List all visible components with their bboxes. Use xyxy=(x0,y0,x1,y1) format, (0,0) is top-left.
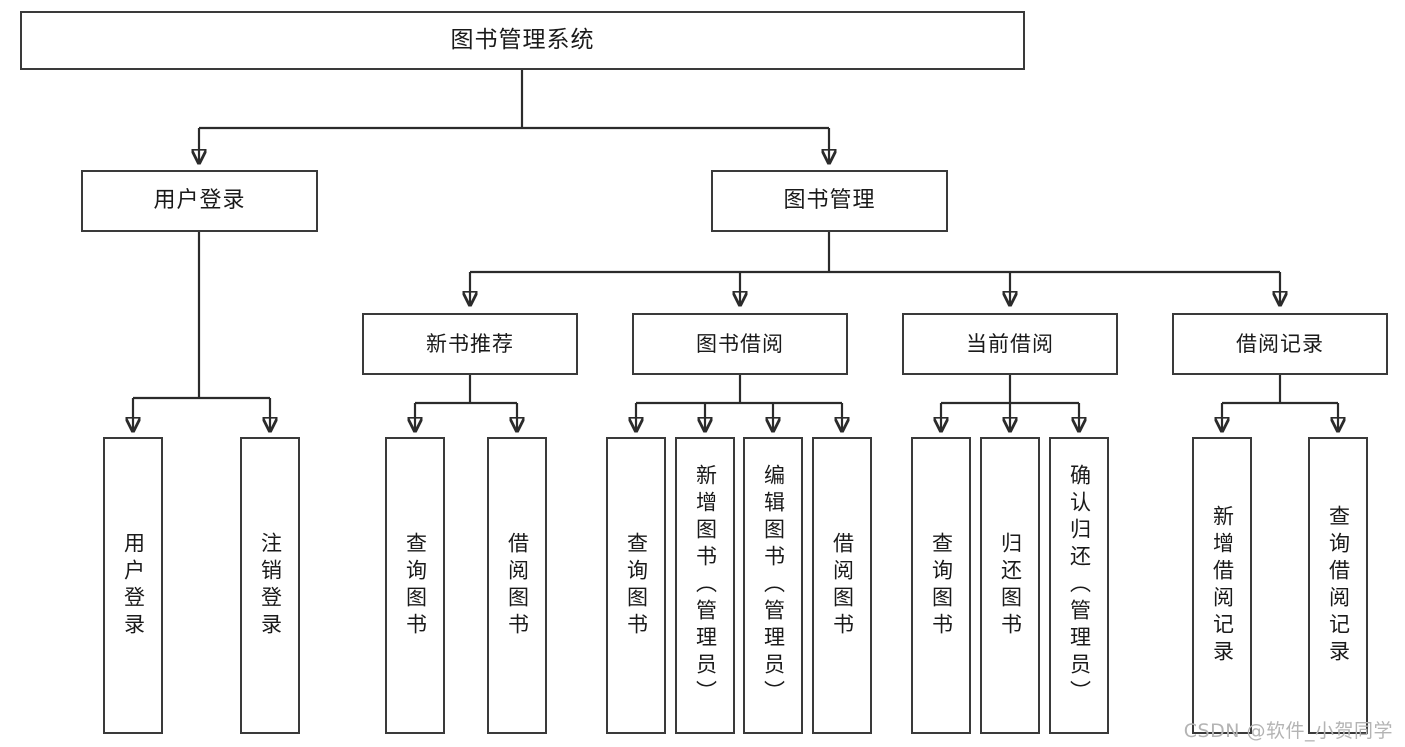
node-label: 当前借阅 xyxy=(966,331,1054,356)
leaf-record-add-record[interactable]: 新增借阅记录 xyxy=(1192,437,1252,734)
node-new-book-recommend[interactable]: 新书推荐 xyxy=(362,313,578,375)
leaf-current-return-book[interactable]: 归还图书 xyxy=(980,437,1040,734)
leaf-label: 查询图书 xyxy=(624,531,649,640)
leaf-borrow-query-book[interactable]: 查询图书 xyxy=(606,437,666,734)
leaf-user-login-login[interactable]: 用户登录 xyxy=(103,437,163,734)
node-book-management[interactable]: 图书管理 xyxy=(711,170,948,232)
leaf-label: 查询图书 xyxy=(403,531,428,640)
node-label: 用户登录 xyxy=(153,188,246,214)
leaf-new-book-query-book[interactable]: 查询图书 xyxy=(385,437,445,734)
leaf-label: 查询借阅记录 xyxy=(1326,504,1351,667)
node-root-system[interactable]: 图书管理系统 xyxy=(20,11,1025,70)
leaf-label: 查询图书 xyxy=(929,531,954,640)
node-label: 借阅记录 xyxy=(1236,331,1324,356)
leaf-borrow-edit-book-admin[interactable]: 编辑图书（管理员） xyxy=(743,437,803,734)
leaf-label: 归还图书 xyxy=(998,531,1023,640)
leaf-label: 借阅图书 xyxy=(505,531,530,640)
node-current-borrow[interactable]: 当前借阅 xyxy=(902,313,1118,375)
leaf-label: 注销登录 xyxy=(258,531,283,640)
node-user-login[interactable]: 用户登录 xyxy=(81,170,318,232)
leaf-new-book-borrow-book[interactable]: 借阅图书 xyxy=(487,437,547,734)
node-label: 图书管理 xyxy=(783,188,876,214)
leaf-label: 借阅图书 xyxy=(830,531,855,640)
node-borrow-record[interactable]: 借阅记录 xyxy=(1172,313,1388,375)
leaf-label: 确认归还（管理员） xyxy=(1067,464,1092,707)
leaf-label: 新增图书（管理员） xyxy=(693,464,718,707)
node-label: 新书推荐 xyxy=(426,331,514,356)
leaf-label: 新增借阅记录 xyxy=(1210,504,1235,667)
leaf-label: 编辑图书（管理员） xyxy=(761,464,786,707)
leaf-record-query-record[interactable]: 查询借阅记录 xyxy=(1308,437,1368,734)
leaf-label: 用户登录 xyxy=(121,531,146,640)
leaf-current-query-book[interactable]: 查询图书 xyxy=(911,437,971,734)
node-label: 图书管理系统 xyxy=(450,27,595,54)
leaf-borrow-add-book-admin[interactable]: 新增图书（管理员） xyxy=(675,437,735,734)
leaf-current-confirm-return-admin[interactable]: 确认归还（管理员） xyxy=(1049,437,1109,734)
watermark: CSDN @软件_小贺同学 xyxy=(1183,720,1393,742)
node-book-borrow[interactable]: 图书借阅 xyxy=(632,313,848,375)
node-label: 图书借阅 xyxy=(696,331,784,356)
leaf-user-login-logout[interactable]: 注销登录 xyxy=(240,437,300,734)
leaf-borrow-borrow-book[interactable]: 借阅图书 xyxy=(812,437,872,734)
